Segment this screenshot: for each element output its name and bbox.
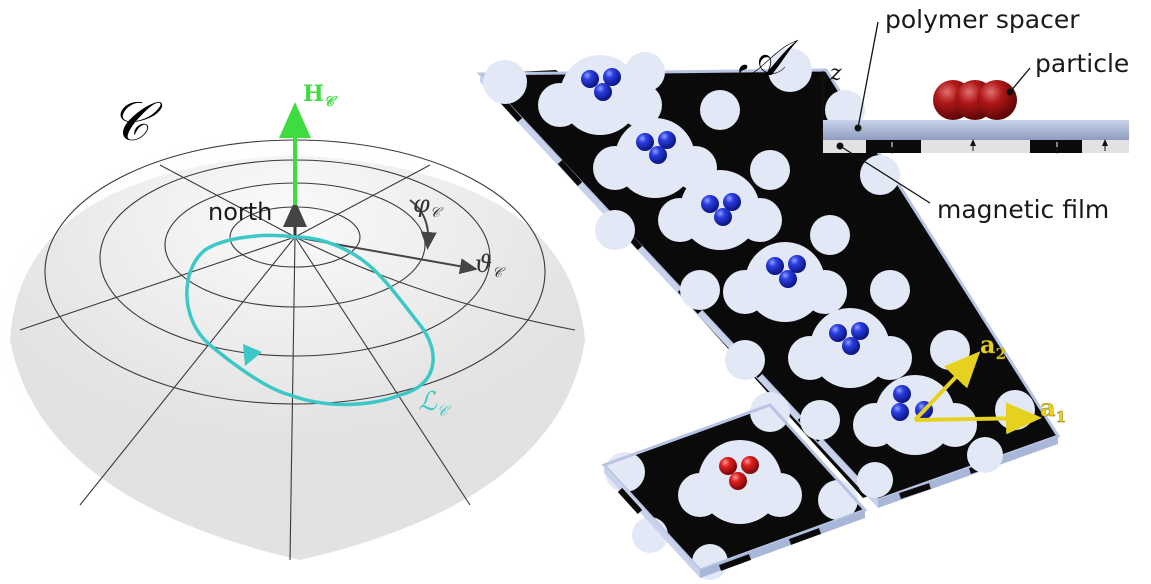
a1-label: a1	[1040, 393, 1066, 426]
phi-arc	[409, 199, 437, 250]
north-label: north	[208, 198, 272, 226]
polymer-leader-line	[857, 21, 879, 129]
loop-direction-arrow	[243, 344, 262, 366]
colloid-red	[719, 456, 759, 490]
colloid-5	[829, 322, 869, 355]
z-label: z	[829, 61, 842, 86]
film-domain-down-2	[1030, 140, 1082, 153]
colloid-4	[766, 255, 806, 288]
small-slab-side-stripes	[617, 487, 822, 571]
colloid-3	[701, 193, 741, 226]
polymer-spacer-label: polymer spacer	[885, 5, 1080, 34]
small-slab-side-left	[604, 465, 700, 578]
lattice-vector-a2	[913, 351, 981, 422]
lattice-vector-a1	[914, 402, 1042, 435]
magnetic-film-label: magnetic film	[937, 195, 1109, 224]
colloid-2	[636, 131, 676, 164]
magnetization-arrows	[889, 139, 1108, 154]
light-domains	[483, 48, 1035, 498]
a2-label: a2	[980, 330, 1006, 363]
control-sphere	[10, 155, 585, 560]
colloid-trajectory	[581, 68, 933, 421]
field-label: H𝒞	[303, 81, 338, 110]
action-space-panel: a1 a2 𝒜	[476, 29, 1066, 580]
particle-leader-line	[1009, 67, 1031, 93]
particle-cross-section	[933, 80, 1017, 120]
film-domain-down-1	[866, 140, 921, 153]
particle-label: particle	[1035, 49, 1129, 78]
colloid-1	[581, 68, 621, 101]
control-loop	[185, 233, 435, 407]
film-leader-line	[839, 145, 931, 204]
polymer-spacer-layer	[823, 120, 1129, 140]
cross-section-inset: z polymer spacer particle magnetic film	[818, 5, 1129, 224]
control-space-panel: 𝒞 H𝒞 north φ𝒞 ϑ𝒞 ℒ𝒞	[0, 81, 585, 561]
